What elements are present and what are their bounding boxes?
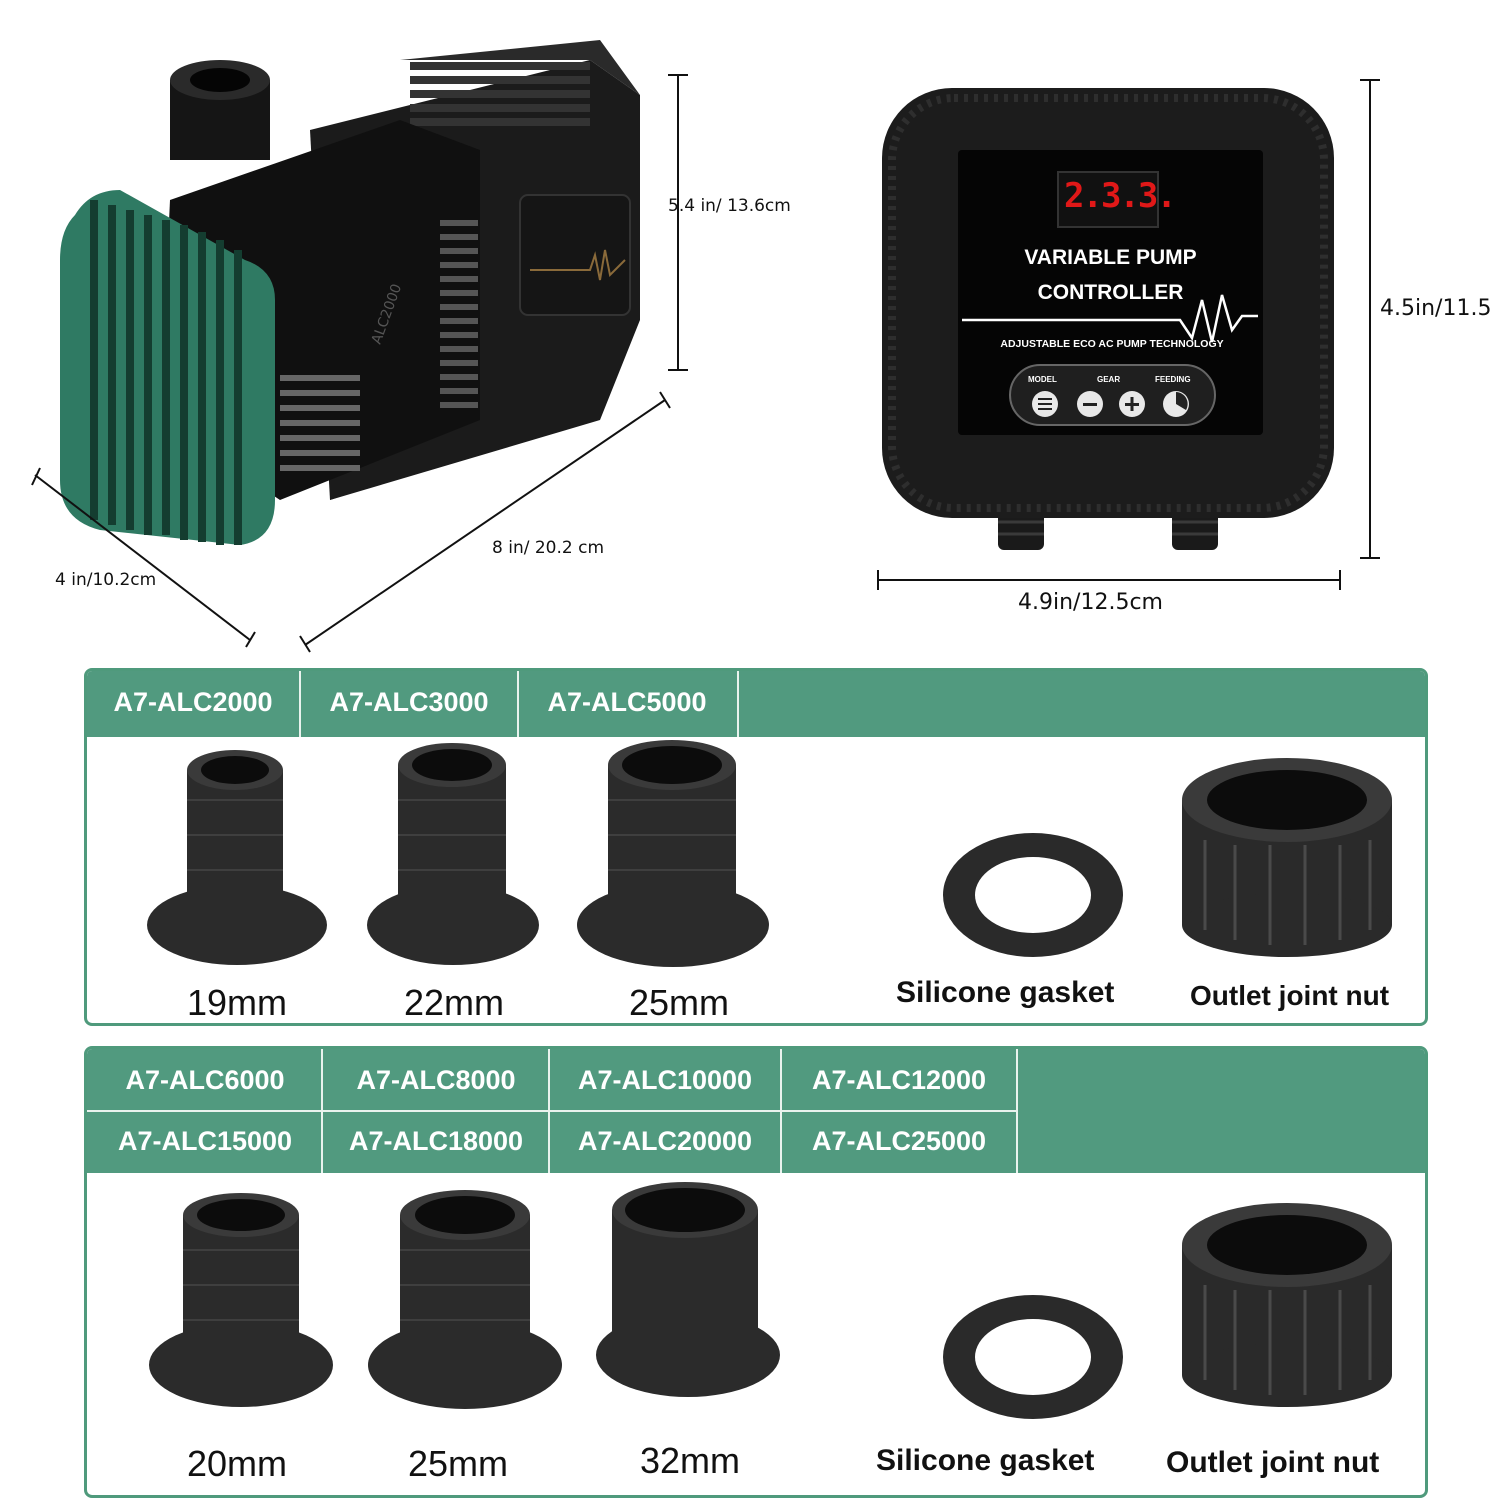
pump-width-dimension: 4 in/10.2cm — [55, 570, 157, 590]
pump-height-dimension: 5.4 in/ 13.6cm — [668, 196, 791, 216]
controller-image — [877, 79, 1380, 590]
controller-tagline: ADJUSTABLE ECO AC PUMP TECHNOLOGY — [1000, 338, 1224, 350]
controller-title-line2: CONTROLLER — [1037, 281, 1184, 304]
model-tab: A7-ALC25000 — [811, 1126, 987, 1156]
gasket-label: Silicone gasket — [896, 976, 1115, 1009]
gasket-label: Silicone gasket — [876, 1444, 1095, 1477]
model-tab: A7-ALC20000 — [577, 1126, 753, 1156]
nut-label: Outlet joint nut — [1190, 980, 1390, 1011]
controller-width-dimension: 4.9in/12.5cm — [1018, 590, 1163, 615]
model-tab: A7-ALC8000 — [356, 1065, 516, 1095]
gear-button-label: GEAR — [1097, 375, 1121, 384]
adapter-size-label: 25mm — [628, 982, 730, 1023]
model-tab: A7-ALC10000 — [577, 1065, 753, 1095]
fittings-panel-small: A7-ALC2000 A7-ALC3000 A7-ALC5000 — [84, 668, 1428, 1026]
adapter-size-label: 32mm — [639, 1440, 741, 1481]
model-tab: A7-ALC3000 — [329, 687, 489, 717]
adapter-size-label: 25mm — [407, 1443, 509, 1484]
model-tab: A7-ALC12000 — [811, 1065, 987, 1095]
nut-label: Outlet joint nut — [1166, 1446, 1380, 1479]
model-tab: A7-ALC18000 — [348, 1126, 524, 1156]
model-button-label: MODEL — [1028, 375, 1057, 384]
model-tab: A7-ALC5000 — [547, 687, 707, 717]
controller-height-dimension: 4.5in/11.5 — [1380, 296, 1492, 321]
pump-length-dimension: 8 in/ 20.2 cm — [492, 538, 605, 558]
model-header-grid: A7-ALC6000 A7-ALC8000 A7-ALC10000 A7-ALC… — [87, 1049, 1425, 1173]
adapter-size-label: 19mm — [186, 982, 288, 1023]
feeding-button-label: FEEDING — [1155, 375, 1191, 384]
model-tab: A7-ALC15000 — [117, 1126, 293, 1156]
pump-image: ALC2000 — [31, 40, 688, 653]
controller-title-line1: VARIABLE PUMP — [1024, 246, 1197, 269]
adapter-size-label: 20mm — [186, 1443, 288, 1484]
model-tab: A7-ALC2000 — [113, 687, 273, 717]
model-header-row: A7-ALC2000 A7-ALC3000 A7-ALC5000 — [87, 671, 1425, 737]
adapter-size-label: 22mm — [403, 982, 505, 1023]
model-tab: A7-ALC6000 — [125, 1065, 285, 1095]
